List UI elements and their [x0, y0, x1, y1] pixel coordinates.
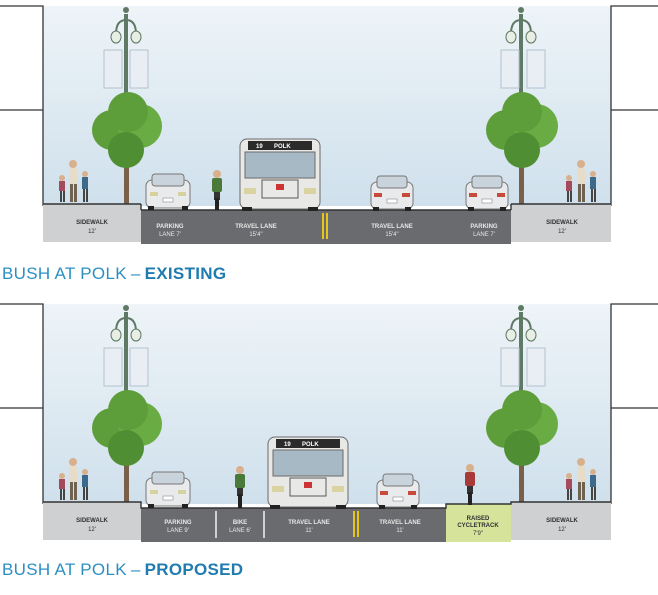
label-travel-lane-1-name: TRAVEL LANE [288, 520, 329, 526]
label-sidewalk-left-name: SIDEWALK [76, 518, 108, 524]
title-separator: – [130, 560, 141, 579]
pedestrians-right [566, 458, 596, 500]
title-state: EXISTING [144, 264, 227, 283]
existing-section-title: BUSH AT POLK–EXISTING [2, 264, 226, 284]
sidewalk-left [43, 502, 141, 540]
label-travel-lane-1-width: 11' [305, 528, 312, 534]
cyclist [212, 170, 222, 210]
building-right [610, 5, 658, 206]
label-cycletrack-name: RAISED [467, 516, 490, 522]
building-right [610, 303, 658, 504]
sidewalk-left [43, 204, 141, 242]
proposed-section-title: BUSH AT POLK–PROPOSED [2, 560, 243, 580]
sidewalk-right [511, 204, 611, 242]
cyclist-cycletrack [465, 464, 475, 505]
parked-car-left [145, 471, 191, 508]
label-bike-lane-name: BIKE [233, 520, 247, 526]
label-travel-lane-2-name: TRAVEL LANE [379, 520, 420, 526]
label-sidewalk-right-name: SIDEWALK [546, 220, 578, 226]
proposed-cross-section: 19 POLK SIDEWALK 12' PARKING LANE 9' BIK… [0, 298, 658, 595]
roadway [141, 508, 446, 542]
proposed-street-diagram: 19 POLK SIDEWALK 12' PARKING LANE 9' BIK… [0, 303, 658, 542]
tree-left [92, 390, 162, 502]
bus-route-number: 19 [284, 442, 291, 448]
label-travel-lane-2-width: 15'4" [385, 232, 398, 238]
label-cycletrack-name-2: CYCLETRACK [457, 523, 499, 529]
existing-cross-section: 19 POLK SIDEWALK 12' PARKING LANE 7' TRA… [0, 0, 658, 290]
sidewalk-right [511, 502, 611, 540]
parked-car-right [465, 175, 509, 211]
segment-labels-existing: SIDEWALK 12' PARKING LANE 7' TRAVEL LANE… [76, 220, 578, 238]
pedestrians-right [566, 160, 596, 202]
bus-route-name: POLK [274, 144, 291, 150]
title-separator: – [130, 264, 141, 283]
tree-left [92, 92, 162, 204]
title-street: BUSH AT POLK [2, 560, 127, 579]
label-sidewalk-left-width: 12' [88, 527, 96, 533]
label-travel-lane-1-name: TRAVEL LANE [235, 224, 276, 230]
label-parking-name: PARKING [164, 520, 192, 526]
label-cycletrack-width: 7'9" [473, 531, 483, 537]
label-sidewalk-right-name: SIDEWALK [546, 518, 578, 524]
label-bike-lane-width: LANE 6' [229, 528, 251, 534]
center-line [322, 213, 324, 239]
bus-route-number: 19 [256, 144, 263, 150]
bus: 19 POLK [267, 436, 349, 509]
label-travel-lane-2-width: 11' [396, 528, 403, 534]
label-sidewalk-right-width: 12' [558, 527, 566, 533]
cyclist-bike-lane [235, 466, 245, 508]
label-travel-lane-1-width: 15'4" [249, 232, 262, 238]
label-parking-right-width: LANE 7' [473, 232, 495, 238]
tree-right [486, 390, 558, 502]
segment-labels-proposed: SIDEWALK 12' PARKING LANE 9' BIKE LANE 6… [76, 516, 578, 537]
label-travel-lane-2-name: TRAVEL LANE [371, 224, 412, 230]
pedestrians-left [59, 160, 88, 202]
parked-car-left [145, 173, 191, 210]
label-sidewalk-right-width: 12' [558, 229, 566, 235]
existing-street-diagram: 19 POLK SIDEWALK 12' PARKING LANE 7' TRA… [0, 5, 658, 244]
label-parking-left-name: PARKING [156, 224, 184, 230]
label-sidewalk-left-name: SIDEWALK [76, 220, 108, 226]
label-parking-left-width: LANE 7' [159, 232, 181, 238]
center-line [353, 511, 355, 537]
bus: 19 POLK [239, 138, 321, 211]
tree-right [486, 92, 558, 204]
pedestrians-left [59, 458, 88, 500]
raised-cycletrack [446, 504, 511, 542]
building-left [0, 303, 44, 504]
label-parking-right-name: PARKING [470, 224, 498, 230]
bus-route-name: POLK [302, 442, 319, 448]
label-parking-width: LANE 9' [167, 528, 189, 534]
title-street: BUSH AT POLK [2, 264, 127, 283]
title-state: PROPOSED [144, 560, 244, 579]
building-left [0, 5, 44, 206]
travel-car-right [370, 175, 414, 211]
travel-car-right [376, 473, 420, 509]
label-sidewalk-left-width: 12' [88, 229, 96, 235]
